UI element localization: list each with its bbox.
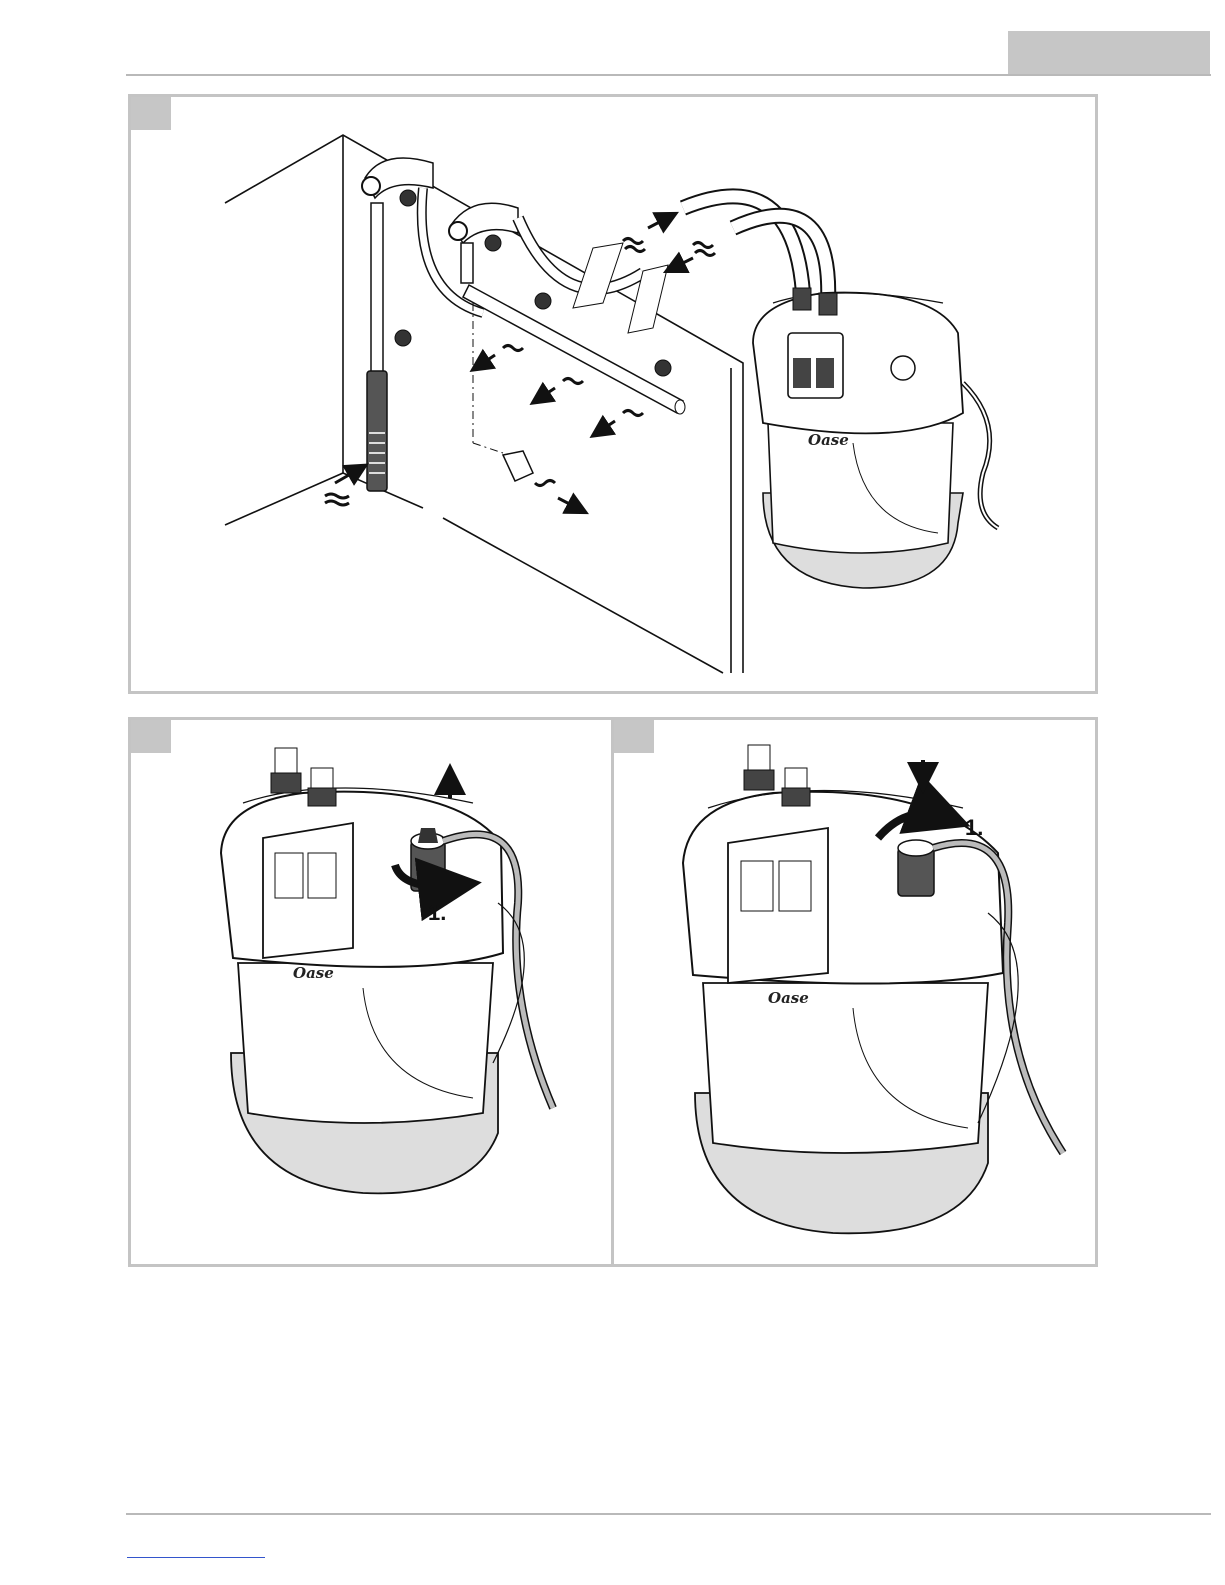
installation-illustration: Oase (131, 97, 1095, 691)
filter-illustration-close: Oase 1. (614, 720, 1095, 1264)
canister-filter-icon: Oase (753, 288, 963, 588)
suction-pipe-icon (362, 158, 483, 491)
header-rule (126, 74, 1211, 76)
filter-illustration-open: Oase 1. (131, 720, 611, 1264)
canister-filter-icon: Oase (221, 748, 503, 1193)
oase-logo: Oase (293, 964, 334, 982)
canister-filter-icon: Oase (683, 745, 1003, 1233)
step-label: 1. (428, 900, 446, 925)
figure-open-valve: Oase 1. (128, 717, 614, 1267)
figure-installation-overview: Oase (128, 94, 1098, 694)
footer-link-underline[interactable] (127, 1557, 265, 1558)
figure-close-valve: Oase 1. (611, 717, 1098, 1267)
oase-logo: Oase (808, 431, 849, 449)
oase-logo: Oase (768, 989, 809, 1007)
step-label: 1. (965, 815, 983, 840)
header-section-tab (1008, 31, 1210, 74)
footer-rule (126, 1513, 1211, 1515)
